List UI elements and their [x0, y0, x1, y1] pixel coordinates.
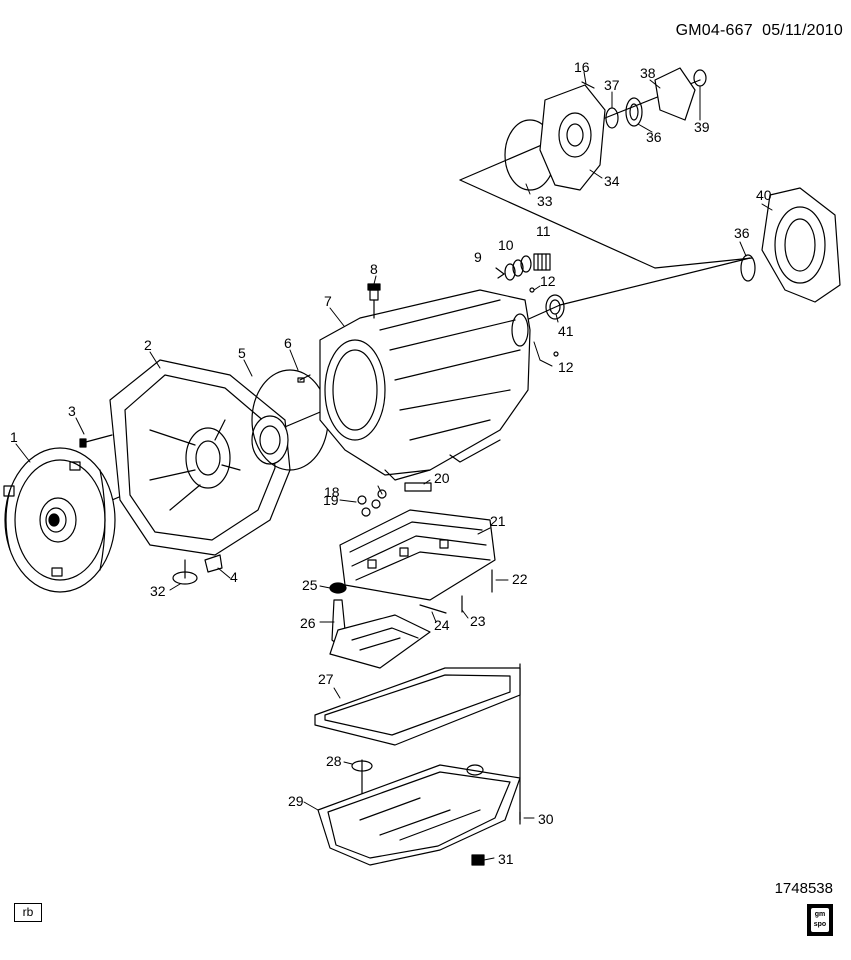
callout-40: 40	[756, 187, 772, 203]
converter-housing	[109, 359, 291, 556]
callout-16: 16	[574, 59, 590, 75]
callout-25: 25	[302, 577, 318, 593]
callout-33: 33	[537, 193, 553, 209]
callout-5: 5	[238, 345, 246, 361]
callout-41: 41	[558, 323, 574, 339]
callout-23: 23	[470, 613, 486, 629]
callout-38: 38	[640, 65, 656, 81]
callout-27: 27	[318, 671, 334, 687]
callout-29: 29	[288, 793, 304, 809]
callout-19: 19	[323, 492, 339, 508]
callout-leaders	[15, 71, 773, 861]
pan-magnet	[351, 760, 373, 772]
valve-body-bolts	[419, 569, 493, 614]
callout-8: 8	[370, 261, 378, 277]
adapter-housing	[740, 187, 841, 303]
callout-2: 2	[144, 337, 152, 353]
valve-body	[339, 509, 496, 601]
output-shaft-seal	[545, 294, 565, 320]
doc-id: GM04-667	[675, 22, 753, 39]
callout-1: 1	[10, 429, 18, 445]
output-seal-rings	[495, 253, 559, 357]
pan-gasket	[314, 667, 521, 746]
callout-31: 31	[498, 851, 514, 867]
callout-34: 34	[604, 173, 620, 189]
callout-4: 4	[230, 569, 238, 585]
callout-11: 11	[536, 223, 551, 239]
callout-36: 36	[646, 129, 662, 145]
callout-12: 12	[540, 273, 556, 289]
callout-6: 6	[284, 335, 292, 351]
callout-22: 22	[512, 571, 528, 587]
logo-spo-text: spo	[813, 921, 827, 928]
callout-37: 37	[604, 77, 620, 93]
callout-7: 7	[324, 293, 332, 309]
extension-fasteners	[581, 67, 707, 129]
callout-18: 18	[324, 484, 340, 500]
callout-30: 30	[538, 811, 554, 827]
doc-date: 05/11/2010	[762, 22, 843, 39]
oil-filter	[329, 582, 431, 669]
callout-39: 39	[694, 119, 710, 135]
valve-body-plugs	[357, 482, 432, 517]
housing-bracket	[172, 554, 223, 585]
callout-32: 32	[150, 583, 166, 599]
oil-pan	[317, 764, 521, 866]
callout-24: 24	[434, 617, 450, 633]
callout-20: 20	[434, 470, 450, 486]
callout-12: 12	[558, 359, 574, 375]
rb-badge: rb	[14, 903, 42, 922]
dowel-pin	[297, 374, 311, 383]
callout-labels: 1234567891011121216181920212223242526272…	[10, 59, 772, 867]
callout-28: 28	[326, 753, 342, 769]
callout-10: 10	[498, 237, 514, 253]
callout-9: 9	[474, 249, 482, 265]
case-plug	[367, 283, 381, 319]
illustration-number: 1748538	[774, 880, 833, 897]
callout-36: 36	[734, 225, 750, 241]
callout-26: 26	[300, 615, 316, 631]
transmission-case	[319, 289, 531, 481]
extension-housing	[504, 84, 606, 191]
callout-21: 21	[490, 513, 506, 529]
housing-bolt	[79, 434, 113, 448]
diagram-header: GM04-667 05/11/2010	[676, 22, 843, 40]
torque-converter	[3, 447, 116, 593]
gm-spo-logo: gm spo	[807, 904, 833, 936]
logo-gm-text: gm	[814, 911, 826, 918]
callout-3: 3	[68, 403, 76, 419]
